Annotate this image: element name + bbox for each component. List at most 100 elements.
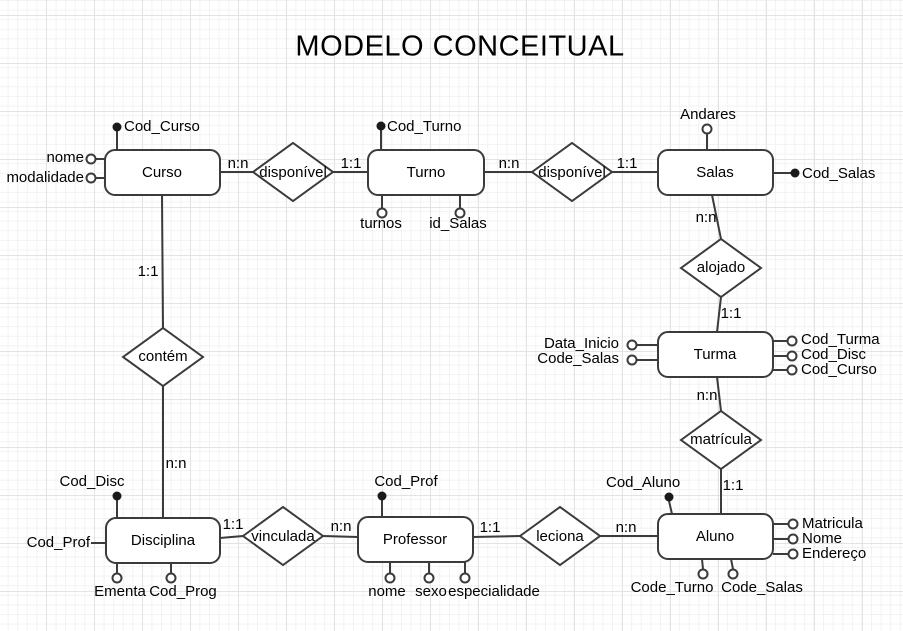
attribute-turma-cod-curso[interactable]: Cod_Curso	[801, 360, 877, 378]
entity-curso-box[interactable]	[104, 149, 221, 196]
relationship-matricula-label: matrícula	[690, 430, 752, 448]
entity-disciplina-box[interactable]	[105, 517, 221, 564]
attribute-professor-sexo[interactable]: sexo	[415, 582, 447, 600]
relationship-matricula-diamond[interactable]	[679, 409, 763, 471]
attribute-aluno-endereco[interactable]: Endereço	[802, 544, 867, 562]
diagram-title[interactable]: MODELO CONCEITUAL	[295, 30, 625, 63]
aluno-code-turno-circle	[697, 568, 709, 580]
cardinality-disponivel-salas[interactable]: 1:1	[616, 154, 638, 172]
attribute-curso-cod-curso[interactable]: Cod_Curso	[124, 117, 200, 135]
entity-turma-label: Turma	[693, 345, 737, 363]
cardinality-matricula-aluno[interactable]: 1:1	[722, 476, 744, 494]
relationship-disponivel-curso-turno-diamond[interactable]	[251, 141, 335, 203]
attribute-turno-id-salas[interactable]: id_Salas	[429, 214, 487, 232]
attr-line-aluno-code-salas	[730, 558, 734, 570]
curso-cod-curso-key-dot	[112, 122, 122, 132]
attribute-disciplina-cod-prog[interactable]: Cod_Prog	[149, 582, 217, 600]
attribute-turma-data-inicio[interactable]: Data_Inicio	[543, 334, 619, 352]
attribute-aluno-cod-aluno[interactable]: Cod_Aluno	[606, 473, 681, 491]
relationship-leciona-diamond[interactable]	[518, 505, 602, 567]
attribute-curso-nome[interactable]: nome	[46, 148, 84, 166]
turno-cod-turno-key-dot	[376, 121, 386, 131]
cardinality-salas-alojado[interactable]: n:n	[695, 208, 717, 226]
attr-line-aluno-code-turno	[701, 558, 704, 570]
attribute-curso-modalidade[interactable]: modalidade	[6, 168, 84, 186]
attribute-turno-cod-turno[interactable]: Cod_Turno	[387, 117, 462, 135]
attribute-salas-cod-salas[interactable]: Cod_Salas	[802, 164, 876, 182]
attribute-disciplina-cod-disc[interactable]: Cod_Disc	[59, 472, 125, 490]
cardinality-curso-contem[interactable]: 1:1	[137, 262, 159, 280]
professor-cod-prof-key-dot	[377, 491, 387, 501]
curso-nome-circle	[85, 153, 97, 165]
attribute-turma-cod-disc[interactable]: Cod_Disc	[801, 345, 867, 363]
edge-turma-matricula	[716, 376, 722, 412]
attribute-professor-nome[interactable]: nome	[368, 582, 406, 600]
salas-cod-salas-key-dot	[790, 168, 800, 178]
relationship-alojado-diamond[interactable]	[679, 237, 763, 299]
turma-cod-disc-circle	[786, 350, 798, 362]
attribute-aluno-code-salas[interactable]: Code_Salas	[721, 578, 803, 596]
turma-cod-curso-circle	[786, 364, 798, 376]
relationship-vinculada-diamond[interactable]	[241, 505, 325, 567]
attribute-professor-especialidade[interactable]: especialidade	[448, 582, 540, 600]
attribute-turma-code-salas[interactable]: Code_Salas	[537, 349, 619, 367]
attribute-salas-andares[interactable]: Andares	[680, 105, 736, 123]
attr-line-aluno-cod-aluno	[668, 500, 673, 515]
cardinality-contem-disciplina[interactable]: n:n	[165, 454, 187, 472]
relationship-leciona-label: leciona	[536, 527, 584, 545]
cardinality-disponivel-turno[interactable]: 1:1	[340, 154, 362, 172]
professor-nome-circle	[384, 572, 396, 584]
attribute-disciplina-cod-prof[interactable]: Cod_Prof	[26, 533, 90, 551]
attribute-aluno-matricula[interactable]: Matricula	[802, 514, 863, 532]
relationship-alojado-label: alojado	[696, 258, 746, 276]
aluno-endereco-circle	[787, 548, 799, 560]
edge-alojado-turma	[716, 296, 722, 333]
entity-turno-label: Turno	[406, 163, 446, 181]
disciplina-ementa-circle	[111, 572, 123, 584]
disciplina-cod-disc-key-dot	[112, 491, 122, 501]
attribute-turma-cod-turma[interactable]: Cod_Turma	[801, 330, 880, 348]
professor-especialidade-circle	[459, 572, 471, 584]
aluno-code-salas-circle	[727, 568, 739, 580]
turno-turnos-circle	[376, 207, 388, 219]
professor-sexo-circle	[423, 572, 435, 584]
cardinality-curso-disponivel[interactable]: n:n	[227, 154, 249, 172]
turno-id-salas-circle	[454, 207, 466, 219]
edge-curso-contem	[161, 194, 164, 329]
entity-professor-box[interactable]	[357, 516, 474, 563]
entity-salas-box[interactable]	[657, 149, 774, 196]
entity-turno-box[interactable]	[367, 149, 485, 196]
turma-code-salas-circle	[626, 354, 638, 366]
cardinality-leciona-aluno[interactable]: n:n	[615, 518, 637, 536]
cardinality-alojado-turma[interactable]: 1:1	[720, 304, 742, 322]
aluno-nome-circle	[787, 533, 799, 545]
entity-professor-label: Professor	[382, 530, 448, 548]
curso-modalidade-circle	[85, 172, 97, 184]
attribute-professor-cod-prof[interactable]: Cod_Prof	[374, 472, 438, 490]
entity-aluno-label: Aluno	[695, 527, 735, 545]
edge-disciplina-vinculada	[219, 535, 244, 539]
relationship-disponivel-turno-salas-diamond[interactable]	[530, 141, 614, 203]
entity-salas-label: Salas	[696, 163, 734, 181]
relationship-vinculada-label: vinculada	[251, 527, 315, 545]
entity-aluno-box[interactable]	[657, 513, 774, 560]
cardinality-disciplina-vinculada[interactable]: 1:1	[222, 515, 244, 533]
salas-andares-circle	[701, 123, 713, 135]
attribute-aluno-nome[interactable]: Nome	[802, 529, 843, 547]
entity-turma-box[interactable]	[657, 331, 774, 378]
aluno-cod-aluno-key-dot	[664, 492, 674, 502]
relationship-contem-diamond[interactable]	[121, 326, 205, 388]
attribute-disciplina-ementa[interactable]: Ementa	[94, 582, 146, 600]
attribute-aluno-code-turno[interactable]: Code_Turno	[630, 578, 714, 596]
cardinality-turno-disponivel[interactable]: n:n	[498, 154, 520, 172]
cardinality-turma-matricula[interactable]: n:n	[696, 386, 718, 404]
cardinality-vinculada-professor[interactable]: n:n	[330, 517, 352, 535]
cardinality-professor-leciona[interactable]: 1:1	[479, 518, 501, 536]
entity-disciplina-label: Disciplina	[130, 531, 196, 549]
edge-salas-alojado	[711, 194, 722, 240]
edge-professor-leciona	[472, 535, 521, 538]
relationship-disponivel2-label: disponível	[538, 163, 606, 181]
attribute-turno-turnos[interactable]: turnos	[360, 214, 402, 232]
